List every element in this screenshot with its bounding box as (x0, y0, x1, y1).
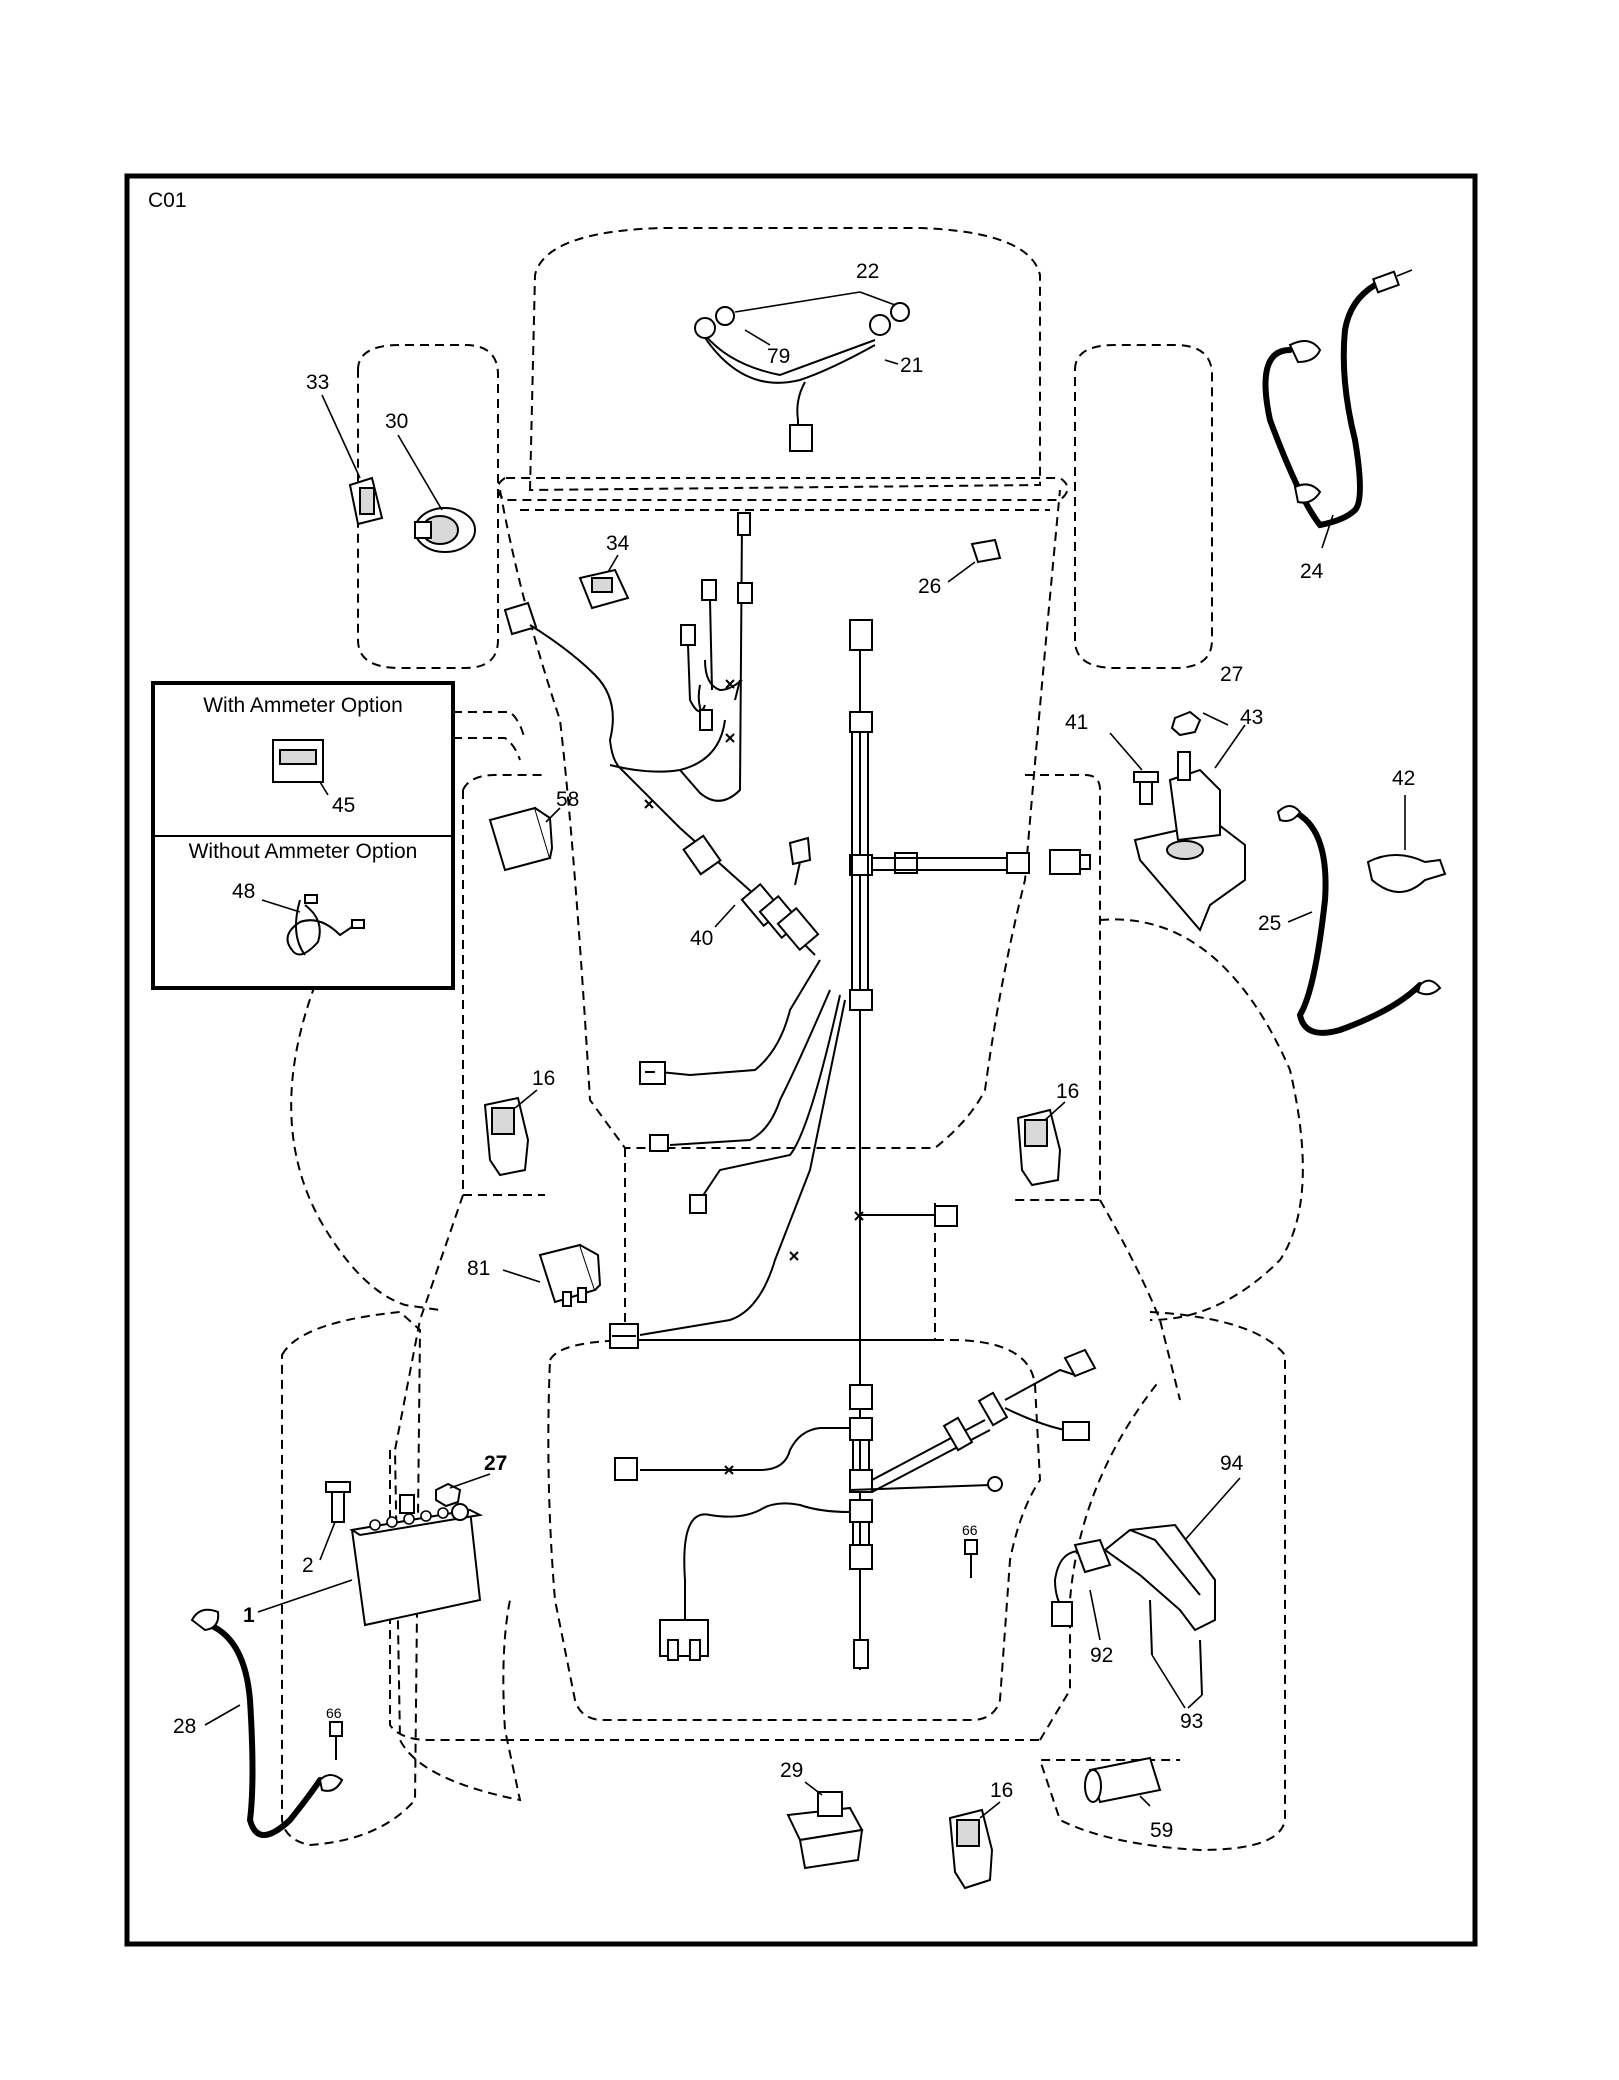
part-59-module (1084, 1756, 1162, 1807)
part-1-battery (257, 1494, 484, 1627)
part-24-cable (1262, 269, 1413, 549)
part-66-screw-right (964, 1539, 978, 1578)
callout-28: 28 (173, 1715, 196, 1738)
part-43-solenoid (1133, 710, 1246, 932)
callout-26: 26 (918, 575, 941, 598)
callout-45: 45 (332, 794, 355, 817)
callout-16-left: 16 (532, 1067, 555, 1090)
callout-66-left: 66 (326, 1705, 342, 1721)
callout-40: 40 (690, 927, 713, 950)
part-45-ammeter (272, 739, 329, 796)
part-94-module (1103, 1477, 1241, 1632)
part-16-switch-right (1016, 1101, 1066, 1187)
without-ammeter-title: Without Ammeter Option (189, 840, 418, 863)
callout-22: 22 (856, 260, 879, 283)
part-29-seat-switch (786, 1781, 864, 1870)
part-16-switch-bottom (948, 1801, 1001, 1890)
part-93-screws (1149, 1599, 1203, 1709)
wire-tie-marks (644, 679, 864, 1475)
part-27-nut (435, 1473, 491, 1508)
callout-30: 30 (385, 410, 408, 433)
part-28-cable (190, 1608, 344, 1838)
callout-1: 1 (243, 1604, 255, 1627)
callout-42: 42 (1392, 767, 1415, 790)
section-code: C01 (148, 189, 187, 212)
callout-66-right: 66 (962, 1522, 978, 1538)
callout-93: 93 (1180, 1710, 1203, 1733)
headlight-assembly (694, 291, 910, 452)
callout-21: 21 (900, 354, 923, 377)
callout-33: 33 (306, 371, 329, 394)
part-58-relay (488, 806, 561, 872)
part-92-harness (1051, 1538, 1112, 1641)
callout-58: 58 (556, 788, 579, 811)
callout-34: 34 (606, 532, 630, 555)
callout-29: 29 (780, 1759, 803, 1782)
callout-92: 92 (1090, 1644, 1113, 1667)
part-42-boot (1366, 795, 1447, 893)
callout-27-battery: 27 (484, 1452, 507, 1475)
part-2-bolt (319, 1481, 351, 1561)
part-26-fuse (947, 538, 1002, 583)
callout-43: 43 (1240, 706, 1263, 729)
part-48-jumper (261, 894, 365, 956)
callout-41: 41 (1065, 711, 1088, 734)
part-34-switch (578, 554, 630, 610)
with-ammeter-title: With Ammeter Option (203, 694, 403, 717)
callout-16-bottom: 16 (990, 1779, 1013, 1802)
diagram-frame (124, 173, 1478, 1947)
part-16-switch-left (483, 1089, 538, 1177)
part-81-relay (502, 1243, 602, 1307)
callout-16-right: 16 (1056, 1080, 1079, 1103)
tractor-outline (281, 227, 1304, 1852)
part-40-wiring-harness (503, 511, 1097, 1670)
callout-2: 2 (302, 1554, 314, 1577)
part-66-screw-left (329, 1721, 343, 1760)
callout-79: 79 (767, 345, 790, 368)
callout-27-top: 27 (1220, 663, 1243, 686)
part-41-bolt (1109, 732, 1159, 805)
callout-48: 48 (232, 880, 255, 903)
part-25-cable (1276, 805, 1442, 1036)
callout-81: 81 (467, 1257, 490, 1280)
callout-94: 94 (1220, 1452, 1244, 1475)
callout-24: 24 (1300, 560, 1324, 583)
callout-59: 59 (1150, 1819, 1173, 1842)
part-33-plug (321, 394, 384, 526)
part-30-ignition-switch (397, 434, 476, 553)
callout-25: 25 (1258, 912, 1281, 935)
ammeter-option-box (151, 681, 526, 990)
